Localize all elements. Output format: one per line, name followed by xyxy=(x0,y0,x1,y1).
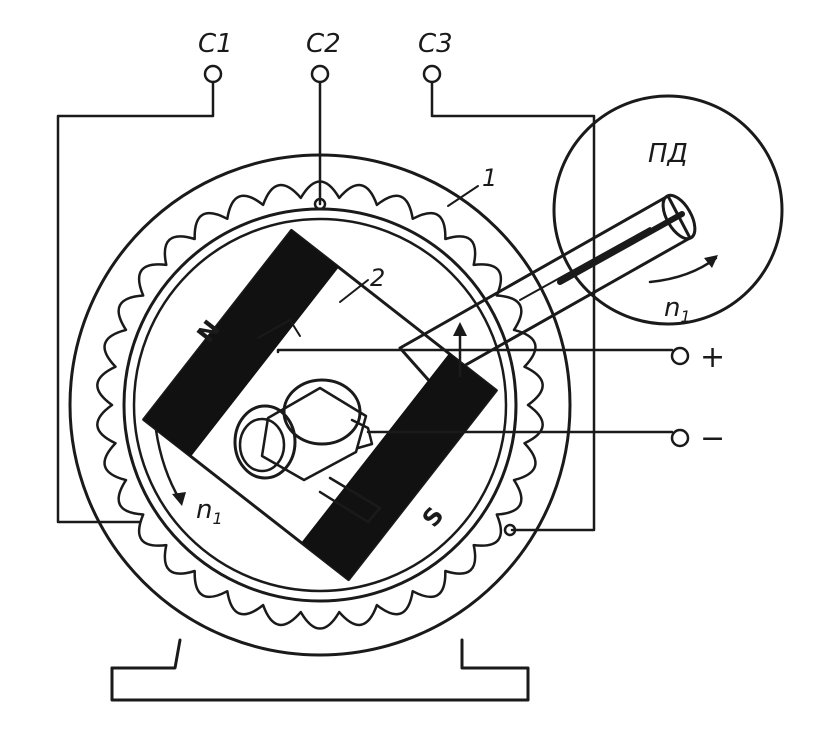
callout-2-label: 2 xyxy=(370,264,385,292)
terminal-minus[interactable] xyxy=(670,428,690,448)
label-plus: + xyxy=(700,340,725,375)
label-minus: − xyxy=(700,421,725,456)
stator-winding xyxy=(96,180,544,630)
drive-speed-label: n1 xyxy=(664,293,691,326)
rotor-shaft xyxy=(398,193,697,386)
callout-line-2 xyxy=(339,279,369,303)
label-c3: С3 xyxy=(418,29,453,59)
rotor-bore xyxy=(132,217,508,593)
label-c2: С2 xyxy=(306,29,341,59)
rotor-speed-label: n1 xyxy=(196,495,223,528)
terminal-c3[interactable] xyxy=(422,64,442,84)
phase-leads xyxy=(56,80,596,537)
stator-frame-outer xyxy=(68,153,572,657)
drive-rotation-arrowhead xyxy=(704,255,718,268)
terminal-plus[interactable] xyxy=(670,346,690,366)
pole-piece-north xyxy=(143,230,339,457)
c3-junction xyxy=(503,523,517,537)
terminal-c1[interactable] xyxy=(203,64,223,84)
machine-base xyxy=(110,638,530,702)
slip-ring-assembly xyxy=(233,319,382,524)
callout-line-1 xyxy=(447,185,479,207)
excitation-leads xyxy=(276,348,674,434)
rotor-assembly xyxy=(142,228,498,582)
drive-motor-label: ПД xyxy=(648,139,688,169)
terminal-c2[interactable] xyxy=(310,64,330,84)
c2-junction xyxy=(313,197,327,211)
rotor-rotation-arrowhead xyxy=(172,492,186,506)
pole-piece-south xyxy=(301,353,497,580)
pole-south-label: S xyxy=(417,502,450,533)
drive-rotation-arrow xyxy=(648,256,718,284)
drive-motor-circle xyxy=(552,94,784,326)
shaft-arrowhead xyxy=(453,322,467,336)
label-c1: С1 xyxy=(198,29,233,59)
winding-coil-path xyxy=(96,180,544,630)
callout-1-label: 1 xyxy=(482,164,497,192)
